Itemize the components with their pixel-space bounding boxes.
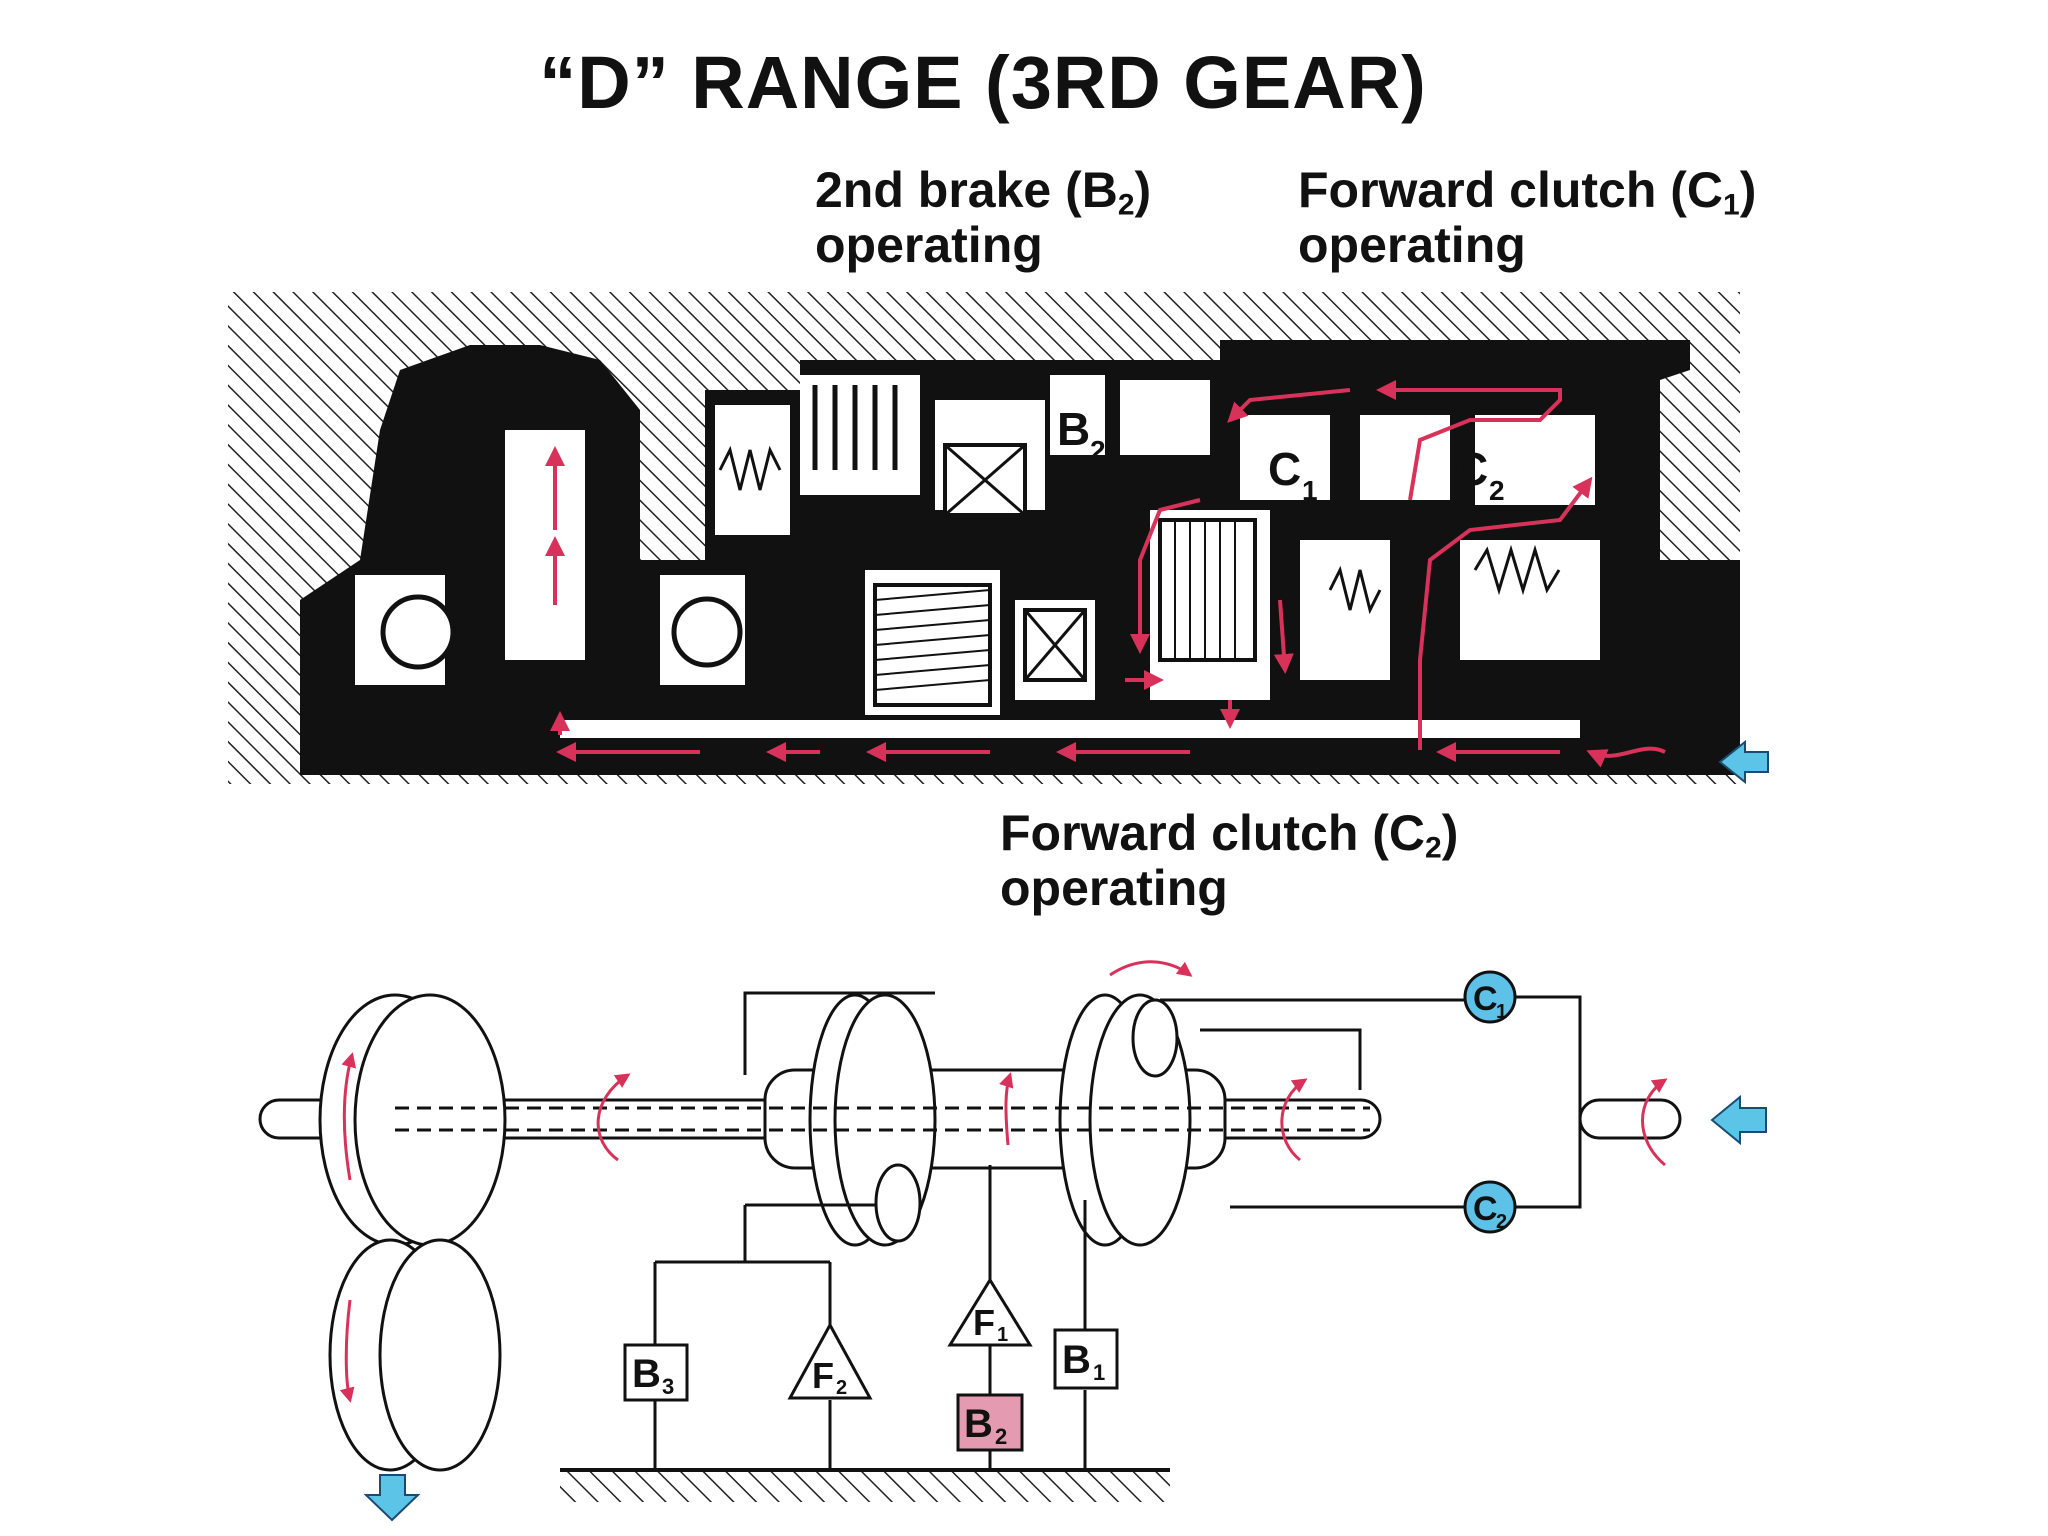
schematic-label-f1: F xyxy=(973,1302,995,1343)
bearing-middle xyxy=(671,596,743,668)
arrow-left-icon xyxy=(1718,739,1769,785)
rotation-arrows xyxy=(339,960,1668,1403)
clutch-c2-symbol xyxy=(1463,1180,1517,1234)
svg-text:2: 2 xyxy=(836,1377,847,1399)
input-shaft-end xyxy=(1578,1098,1682,1140)
brake-b2-plates xyxy=(812,385,898,470)
one-way-clutch-f2-symbol xyxy=(787,1321,873,1400)
callout-2nd-brake: 2nd brake (B2) operating xyxy=(815,162,1152,273)
svg-text:1: 1 xyxy=(997,1324,1008,1346)
schematic-label-c2: C xyxy=(1473,1190,1498,1228)
schematic-label-b1: B xyxy=(1062,1338,1091,1382)
schematic-label-b3: B xyxy=(632,1352,661,1396)
svg-text:1: 1 xyxy=(1093,1360,1105,1385)
linkage-lines xyxy=(653,991,1582,1468)
brake-b1-symbol xyxy=(1053,1328,1119,1390)
svg-text:2: 2 xyxy=(1496,1211,1507,1233)
schematic-label-b2: B xyxy=(964,1402,993,1446)
counter-gear xyxy=(378,1238,502,1472)
svg-text:2: 2 xyxy=(995,1424,1007,1449)
springs xyxy=(718,445,1561,615)
clutch-c1-symbol xyxy=(1463,970,1517,1024)
planet-gear-upper xyxy=(1131,998,1179,1078)
page-title: “D” RANGE (3RD GEAR) xyxy=(539,41,1427,124)
one-way-clutch-f1-symbol xyxy=(947,1277,1033,1347)
section-label-c1-sub: 1 xyxy=(1302,475,1318,506)
section-label-b2-sub: 2 xyxy=(1090,435,1106,466)
schematic-label-f2: F xyxy=(812,1355,834,1396)
brake-b3-symbol xyxy=(623,1343,689,1402)
bearing-left xyxy=(380,594,456,670)
planetary-gear-rear xyxy=(1158,518,1257,662)
callout-forward-clutch-c1: Forward clutch (C1) operating xyxy=(1298,162,1757,273)
svg-text:1: 1 xyxy=(1496,1001,1507,1023)
section-label-c2-sub: 2 xyxy=(1489,475,1505,506)
section-label-c2: C xyxy=(1455,443,1488,495)
callout-forward-clutch-c2: Forward clutch (C2) operating xyxy=(1000,805,1459,916)
brake-b2-symbol xyxy=(956,1393,1024,1452)
section-label-b2: B xyxy=(1057,403,1090,455)
schematic-label-c1: C xyxy=(1473,980,1498,1018)
fluid-flow-paths xyxy=(545,380,1666,768)
svg-text:3: 3 xyxy=(662,1374,674,1399)
section-label-c1: C xyxy=(1268,443,1301,495)
ground-hatch xyxy=(560,1472,1170,1502)
arrow-left-icon xyxy=(1710,1094,1767,1146)
arrow-down-icon xyxy=(363,1474,421,1522)
output-gear-drum xyxy=(353,993,507,1247)
planet-gear-lower xyxy=(874,1163,922,1243)
planetary-gear-front xyxy=(873,583,992,707)
